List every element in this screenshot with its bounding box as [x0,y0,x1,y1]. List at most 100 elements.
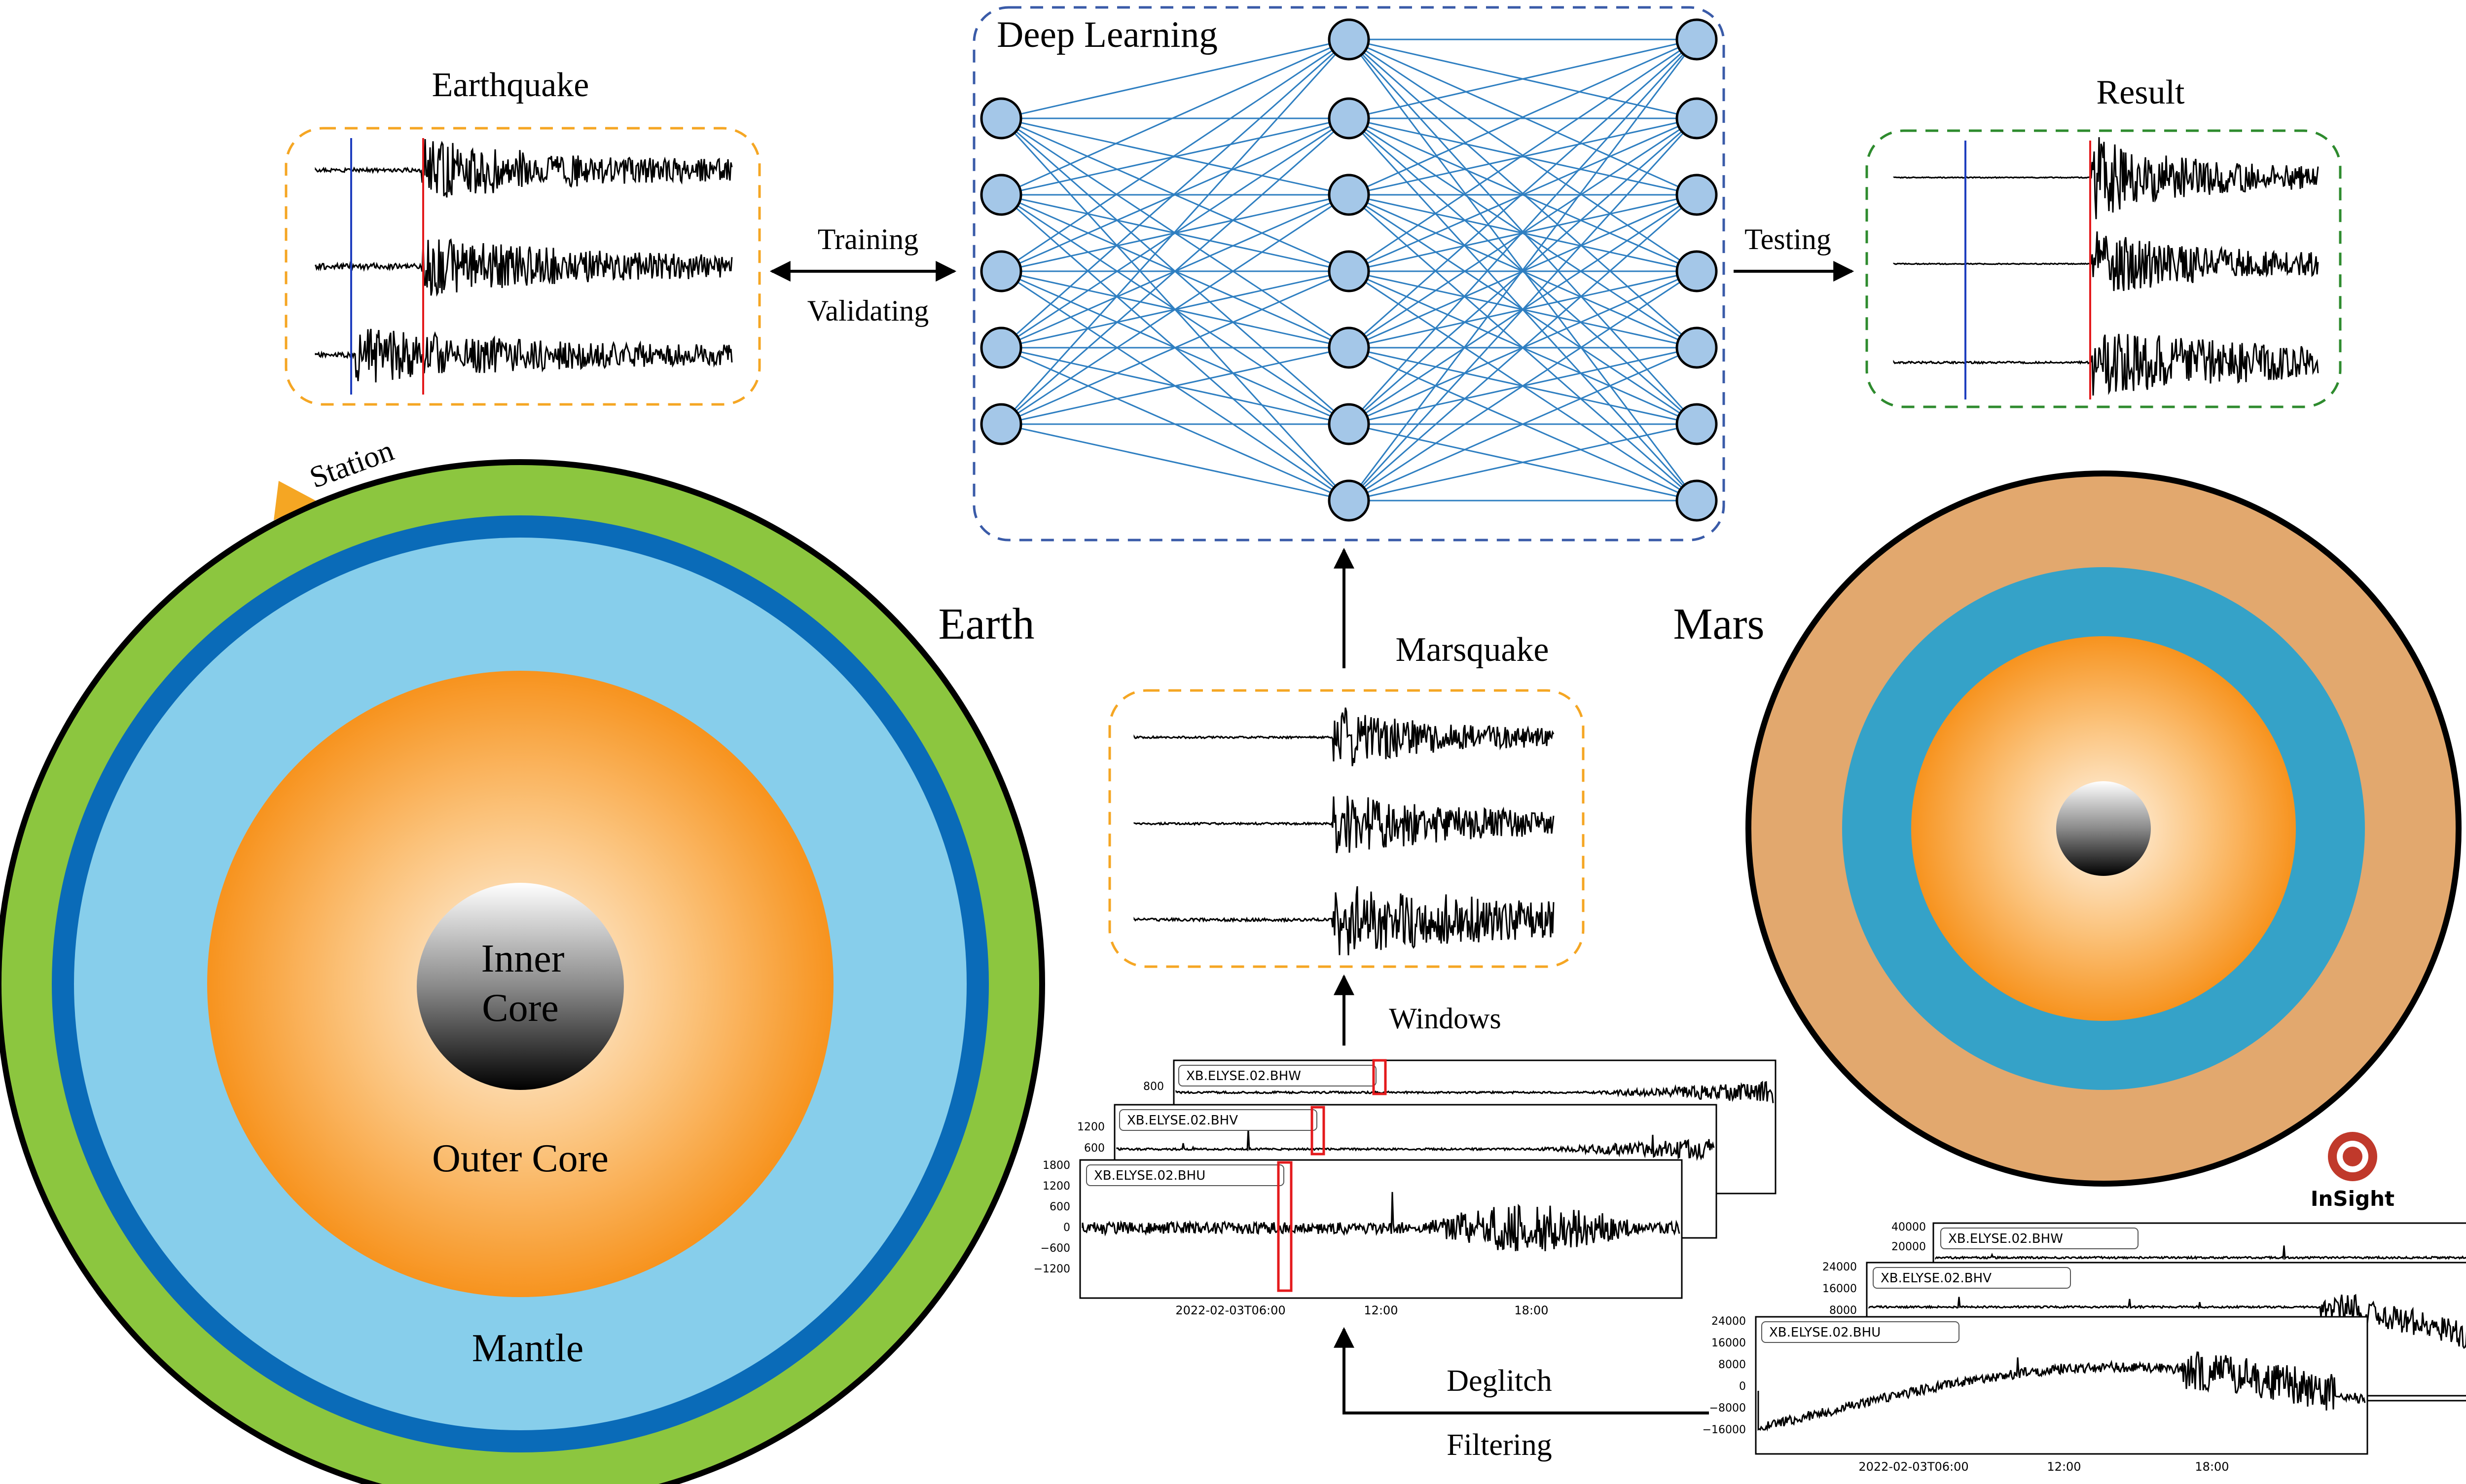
network-node-layer-3 [1675,18,1718,61]
network-edge [1001,270,1349,425]
result-trace-1 [1893,137,2319,219]
raw-bhu-tick-1: 1800 [1043,1159,1070,1172]
insight-logo-dot [2343,1147,2362,1166]
network-node-layer-1 [980,403,1022,445]
network-node-layer-1 [980,250,1022,292]
raw-bhu-label-box [1086,1164,1284,1186]
network-node-layer-2 [1328,403,1370,445]
network-node-layer-2 [1328,97,1370,140]
raw-bhw-label-box [1178,1065,1377,1086]
result-title: Result [2097,73,2185,111]
raw-bhu-tick-6: −1200 [1034,1263,1070,1275]
network-edge [1001,117,1349,196]
raw-xtick-3: 18:00 [1514,1303,1548,1317]
earth-globe: Inner Core Outer Core Mantle Earth Stati… [0,434,1045,1484]
network-node-layer-2 [1328,18,1370,61]
network-edge [1348,117,1697,196]
filtered-bhu-trace [1757,1351,2366,1432]
earth-title: Earth [939,600,1035,649]
network-node-layer-3 [1675,97,1718,140]
outer-core-label: Outer Core [432,1137,609,1180]
raw-seismogram-panel: XB.ELYSE.02.BHW 800 XB.ELYSE.02.BHV 1200… [1034,1059,1777,1317]
insight-logo: InSight [2311,1132,2394,1211]
earthquake-panel: Earthquake [285,66,761,406]
marsquake-box [1108,689,1585,968]
filtered-bhu-label-box [1761,1321,1959,1343]
result-box [1865,129,2342,408]
network-node-layer-3 [1675,250,1718,292]
filtered-bhu-tick-4: 0 [1739,1380,1746,1393]
marsquake-trace-1 [1133,707,1555,766]
raw-xtick-2: 12:00 [1364,1303,1398,1317]
raw-bhw-trace [1175,1081,1774,1103]
network-edge [1348,423,1697,502]
network-edge [1348,38,1697,196]
network-node-layer-2 [1328,326,1370,369]
inner-core-label-line2: Core [482,986,559,1030]
raw-bhv-tick-1: 1200 [1077,1121,1105,1133]
result-panel: Result [1865,73,2342,408]
network-edge [1348,117,1697,425]
mars-inner-core [2056,781,2151,876]
filtered-xtick-3: 18:00 [2195,1460,2229,1474]
windows-label: Windows [1389,1002,1501,1035]
raw-bhu-tick-5: −600 [1041,1242,1070,1255]
raw-bhv-label: XB.ELYSE.02.BHV [1127,1113,1238,1128]
earthquake-trace-3 [315,328,733,383]
filtered-bhv-label: XB.ELYSE.02.BHV [1881,1271,1992,1286]
deep-learning-title: Deep Learning [997,14,1218,55]
filtered-bhw-label: XB.ELYSE.02.BHW [1948,1231,2063,1246]
network-edges [1000,38,1698,502]
validating-label: Validating [807,294,929,327]
raw-bhw-tick: 800 [1143,1081,1164,1093]
network-edge [1001,117,1349,272]
filtered-bhu-tick-6: −16000 [1703,1424,1746,1436]
filtered-bhv-tick-2: 16000 [1822,1283,1857,1295]
deglitch-label: Deglitch [1447,1364,1552,1398]
raw-bhv-tick-2: 600 [1084,1142,1105,1155]
filtered-seismogram-panel: XB.ELYSE.02.BHW 40000 20000 XB.ELYSE.02.… [1703,1221,2466,1474]
network-edge [1348,117,1697,272]
marsquake-trace-2 [1133,796,1555,853]
marsquake-trace-3 [1133,886,1555,956]
raw-bhv-label-box [1119,1109,1317,1131]
marsquake-title: Marsquake [1395,631,1549,669]
mars-globe: Mars [1673,471,2462,1187]
network-edge [1348,38,1697,349]
network-edge [1348,38,1697,272]
network-edge [1001,423,1349,502]
network-node-layer-3 [1675,403,1718,445]
filtered-bhu-tick-3: 8000 [1718,1359,1746,1371]
network-edge [1001,38,1349,196]
network-edge [1348,347,1697,502]
mantle-label: Mantle [472,1327,584,1370]
network-edge [1348,117,1697,349]
filtered-bhu-label: XB.ELYSE.02.BHU [1769,1325,1881,1340]
raw-bhu-tick-4: 0 [1063,1222,1070,1234]
network-edge [1001,38,1349,272]
network-nodes [980,18,1718,522]
result-trace-3 [1893,333,2319,396]
earthquake-trace-1 [315,139,733,198]
filtered-bhw-trace [1935,1245,2466,1260]
network-node-layer-1 [980,97,1022,140]
network-node-layer-2 [1328,250,1370,292]
network-node-layer-3 [1675,174,1718,216]
testing-label: Testing [1744,223,1831,255]
network-node-layer-1 [980,326,1022,369]
filtered-bhv-tick-1: 24000 [1822,1261,1857,1273]
filtered-xtick-1: 2022-02-03T06:00 [1858,1460,1968,1474]
network-edge [1001,347,1349,425]
network-edge [1348,39,1698,501]
earthquake-trace-2 [315,238,733,297]
earthquake-box [285,127,761,406]
network-edge [1348,38,1697,119]
raw-bhu-tick-2: 1200 [1043,1180,1070,1193]
network-node-layer-2 [1328,174,1370,216]
network-node-layer-3 [1675,479,1718,522]
raw-bhu-tick-3: 600 [1050,1201,1070,1213]
raw-bhw-window [1372,1059,1387,1095]
insight-logo-text: InSight [2311,1187,2394,1211]
